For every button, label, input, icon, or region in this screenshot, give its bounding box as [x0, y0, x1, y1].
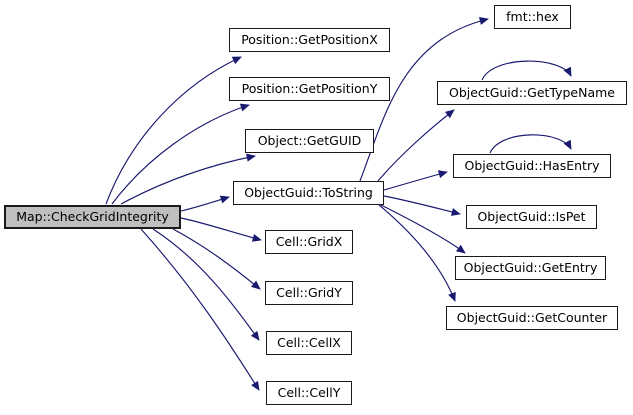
node-objectguid-hasentry[interactable]: ObjectGuid::HasEntry — [453, 154, 611, 178]
edge-map-to-celly — [140, 228, 260, 391]
node-cell-cellx[interactable]: Cell::CellX — [266, 331, 352, 355]
edge-tostring-to-hasentry — [383, 170, 448, 191]
edge-tostring-to-getentry — [380, 204, 466, 254]
edge-map-to-getpositiony — [111, 103, 250, 205]
edge-map-to-gridx — [180, 217, 262, 242]
edge-tostring-to-getcounter — [378, 204, 456, 302]
edge-map-to-gridy — [172, 228, 261, 290]
edge-hasentry-self-loop — [489, 134, 572, 154]
node-object-getguid[interactable]: Object::GetGUID — [245, 129, 374, 153]
edge-map-to-tostring — [180, 195, 230, 212]
node-objectguid-tostring[interactable]: ObjectGuid::ToString — [233, 181, 384, 205]
node-fmt-hex[interactable]: fmt::hex — [494, 5, 571, 29]
edge-map-to-cellx — [152, 228, 260, 341]
node-objectguid-getentry[interactable]: ObjectGuid::GetEntry — [455, 256, 606, 280]
edge-gettypename-self-loop — [481, 60, 572, 81]
node-map-checkgridintegrity[interactable]: Map::CheckGridIntegrity — [4, 205, 181, 229]
node-cell-gridy[interactable]: Cell::GridY — [265, 281, 353, 305]
edge-tostring-to-gettypename — [377, 109, 455, 182]
edge-map-to-getpositionx — [105, 56, 242, 205]
edge-tostring-to-ispet — [383, 195, 461, 216]
edge-map-to-getguid — [120, 153, 256, 205]
node-objectguid-gettypename[interactable]: ObjectGuid::GetTypeName — [437, 81, 627, 105]
node-cell-gridx[interactable]: Cell::GridX — [265, 230, 353, 254]
node-objectguid-getcounter[interactable]: ObjectGuid::GetCounter — [446, 306, 618, 330]
node-objectguid-ispet[interactable]: ObjectGuid::IsPet — [466, 205, 597, 229]
node-position-getpositiony[interactable]: Position::GetPositionY — [229, 77, 390, 101]
node-cell-celly[interactable]: Cell::CellY — [266, 381, 352, 405]
edge-tostring-to-fmthex — [359, 17, 489, 182]
node-position-getpositionx[interactable]: Position::GetPositionX — [229, 28, 390, 52]
